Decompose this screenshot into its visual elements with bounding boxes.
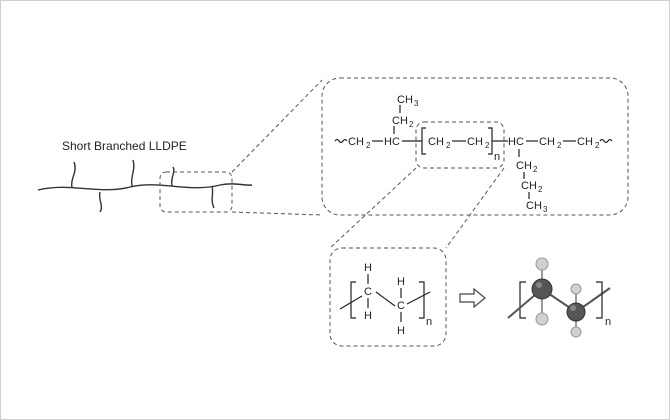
repeat-unit-formula: H C H H C H n	[339, 262, 432, 337]
structure-box	[321, 77, 629, 216]
hydrogen-atom	[535, 312, 549, 326]
hc-branch-left: HC	[384, 136, 400, 148]
ch3-branch: CH	[397, 94, 413, 106]
svg-text:2: 2	[557, 141, 562, 150]
svg-text:3: 3	[414, 99, 419, 108]
zoom-line-unit-left	[329, 167, 417, 249]
diagram-title: Short Branched LLDPE	[62, 139, 187, 153]
ch2-chain-right-1: CH	[539, 136, 555, 148]
svg-text:2: 2	[446, 141, 451, 150]
svg-text:2: 2	[538, 185, 543, 194]
carbon-atom	[531, 278, 553, 300]
repeat-subscript-n: n	[494, 151, 500, 163]
ch3-down: CH	[526, 200, 542, 212]
structural-formula: CH 2 HC CH 2 CH 3 CH 2 CH 2 n HC CH 2 CH…	[334, 94, 613, 214]
zoom-line-lower	[231, 211, 323, 216]
svg-text:2: 2	[533, 165, 538, 174]
h-bottom-1: H	[364, 310, 372, 322]
polymer-chain	[37, 159, 253, 213]
ch2-repeat-1: CH	[428, 136, 444, 148]
hydrogen-atom	[535, 257, 549, 271]
zoom-box-repeat	[415, 121, 505, 169]
carbon-atom	[566, 302, 586, 322]
ch2-repeat-2: CH	[467, 136, 483, 148]
c-atom-1: C	[364, 286, 372, 298]
zoom-line-upper	[231, 79, 323, 173]
ball-stick-model: n	[507, 257, 611, 338]
zoom-box-chain	[159, 171, 233, 213]
c-atom-2: C	[397, 300, 405, 312]
svg-text:2: 2	[595, 141, 600, 150]
zoom-line-unit-right	[445, 167, 505, 249]
ch2-branch: CH	[392, 115, 408, 127]
h-top-2: H	[397, 276, 405, 288]
svg-text:3: 3	[543, 205, 548, 214]
h-top-1: H	[364, 262, 372, 274]
ch2-group: CH	[348, 136, 364, 148]
hc-branch-right: HC	[508, 136, 524, 148]
ch2-down-2: CH	[521, 180, 537, 192]
hollow-right-arrow-icon	[459, 287, 486, 309]
svg-text:2: 2	[409, 120, 414, 129]
ch2-chain-right-2: CH	[577, 136, 593, 148]
svg-text:2: 2	[485, 141, 490, 150]
unit-box	[329, 247, 447, 347]
h-bottom-2: H	[397, 325, 405, 337]
ch2-down-1: CH	[516, 160, 532, 172]
hydrogen-atom	[570, 326, 582, 338]
model-subscript-n: n	[605, 316, 611, 328]
hydrogen-atom	[570, 283, 582, 295]
svg-text:2: 2	[366, 141, 371, 150]
unit-subscript-n: n	[426, 316, 432, 328]
